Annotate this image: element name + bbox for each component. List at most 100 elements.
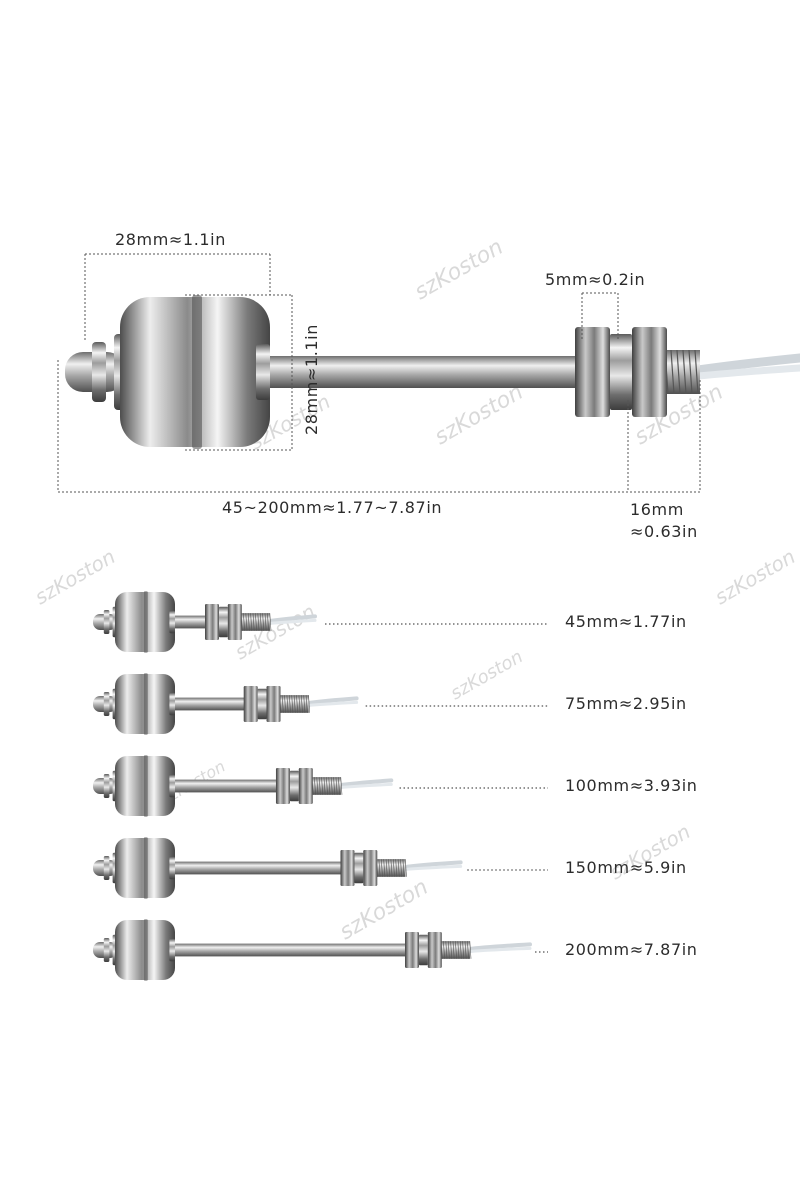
thread-groove: [286, 695, 289, 713]
thread-groove: [455, 941, 457, 959]
cable-wire: [466, 942, 532, 952]
cable-wire: [401, 860, 463, 870]
stem-rod: [171, 615, 210, 629]
thread-groove: [314, 777, 316, 795]
stem-rod: [171, 779, 281, 793]
thread-groove: [338, 777, 340, 795]
stem-rod: [171, 697, 249, 711]
variant-sensor-100: [93, 755, 394, 817]
thread-groove: [385, 859, 388, 877]
thread-groove: [330, 777, 333, 795]
float-seam: [143, 673, 148, 735]
thread-groove: [305, 695, 308, 713]
thread-groove: [269, 613, 272, 631]
thread-groove: [397, 859, 400, 877]
thread-groove: [264, 613, 267, 631]
thread-groove: [267, 613, 269, 631]
thread-groove: [316, 777, 319, 795]
cable-wire: [466, 946, 532, 954]
thread-groove: [293, 695, 296, 713]
stem-rod: [260, 356, 590, 388]
thread-groove: [243, 613, 245, 631]
hex-nut: [632, 327, 667, 417]
float-collar: [169, 856, 175, 880]
variant-label-150: 150mm≈5.9in: [565, 858, 687, 877]
thread-groove: [289, 695, 291, 713]
thread-groove: [462, 941, 465, 959]
thread-groove: [247, 613, 250, 631]
overall-length-label: 45~200mm≈1.77~7.87in: [222, 498, 443, 517]
cable-wire: [693, 353, 800, 375]
watermark-text: szKoston: [231, 599, 320, 664]
variant-sensor-200: [93, 919, 532, 981]
thread-groove: [321, 777, 324, 795]
washer: [419, 934, 428, 966]
hex-nut: [266, 686, 281, 722]
clip-ring: [103, 692, 110, 716]
thread-groove: [452, 941, 455, 959]
float-collar: [256, 344, 270, 400]
thread-groove: [257, 613, 260, 631]
stem-rod: [171, 943, 410, 957]
thread-groove: [447, 941, 450, 959]
float-seam: [143, 919, 148, 981]
thread-groove: [388, 859, 390, 877]
thread-groove: [328, 777, 331, 795]
clip-ring: [103, 774, 110, 798]
hex-nut: [298, 768, 313, 804]
hex-nut: [427, 932, 442, 968]
thread-groove: [318, 777, 321, 795]
thread-groove: [395, 859, 398, 877]
variant-sensor-150: [93, 837, 463, 899]
thread-groove: [291, 695, 294, 713]
thread-groove: [688, 349, 693, 395]
thread-groove: [457, 941, 460, 959]
thread-groove: [459, 941, 462, 959]
variant-label-100: 100mm≈3.93in: [565, 776, 698, 795]
variant-list: [93, 591, 548, 981]
float-collar: [169, 938, 175, 962]
variant-label-200: 200mm≈7.87in: [565, 940, 698, 959]
float-seam: [143, 755, 148, 817]
washer: [219, 606, 228, 638]
hex-nut: [243, 686, 258, 722]
thread-groove: [464, 941, 467, 959]
thread-groove: [326, 777, 328, 795]
thread-groove: [262, 613, 265, 631]
thread-groove: [298, 695, 301, 713]
cable-wire: [266, 614, 317, 624]
thread-groove: [303, 695, 306, 713]
washer: [289, 770, 299, 802]
cable-wire: [694, 364, 800, 380]
thread-groove: [340, 777, 343, 795]
clip-ring: [92, 342, 106, 402]
thread-groove: [323, 777, 326, 795]
variant-sensor-45: [93, 591, 317, 653]
thread-groove: [467, 941, 469, 959]
thread-groove: [335, 777, 338, 795]
watermark-text: szKoston: [447, 646, 527, 704]
thread-groove: [400, 859, 402, 877]
thread-groove: [301, 695, 303, 713]
watermark-text: szKoston: [431, 380, 528, 450]
thread-groove: [255, 613, 257, 631]
cable-wire: [336, 778, 394, 788]
cable-wire: [266, 618, 317, 626]
watermark-text: szKoston: [711, 544, 800, 609]
thread-groove: [670, 349, 675, 395]
hex-nut: [227, 604, 242, 640]
hex-nut: [405, 932, 419, 968]
thread-groove: [281, 695, 284, 713]
thread-groove: [252, 613, 255, 631]
thread-groove: [392, 859, 395, 877]
cable-wire: [337, 782, 393, 790]
watermark-text: szKoston: [31, 544, 120, 609]
float-seam: [192, 295, 202, 449]
thread-groove: [245, 613, 248, 631]
hex-nut: [575, 327, 610, 417]
variant-sensor-75: [93, 673, 359, 735]
thread-groove: [443, 941, 445, 959]
cable-wire: [305, 700, 359, 708]
